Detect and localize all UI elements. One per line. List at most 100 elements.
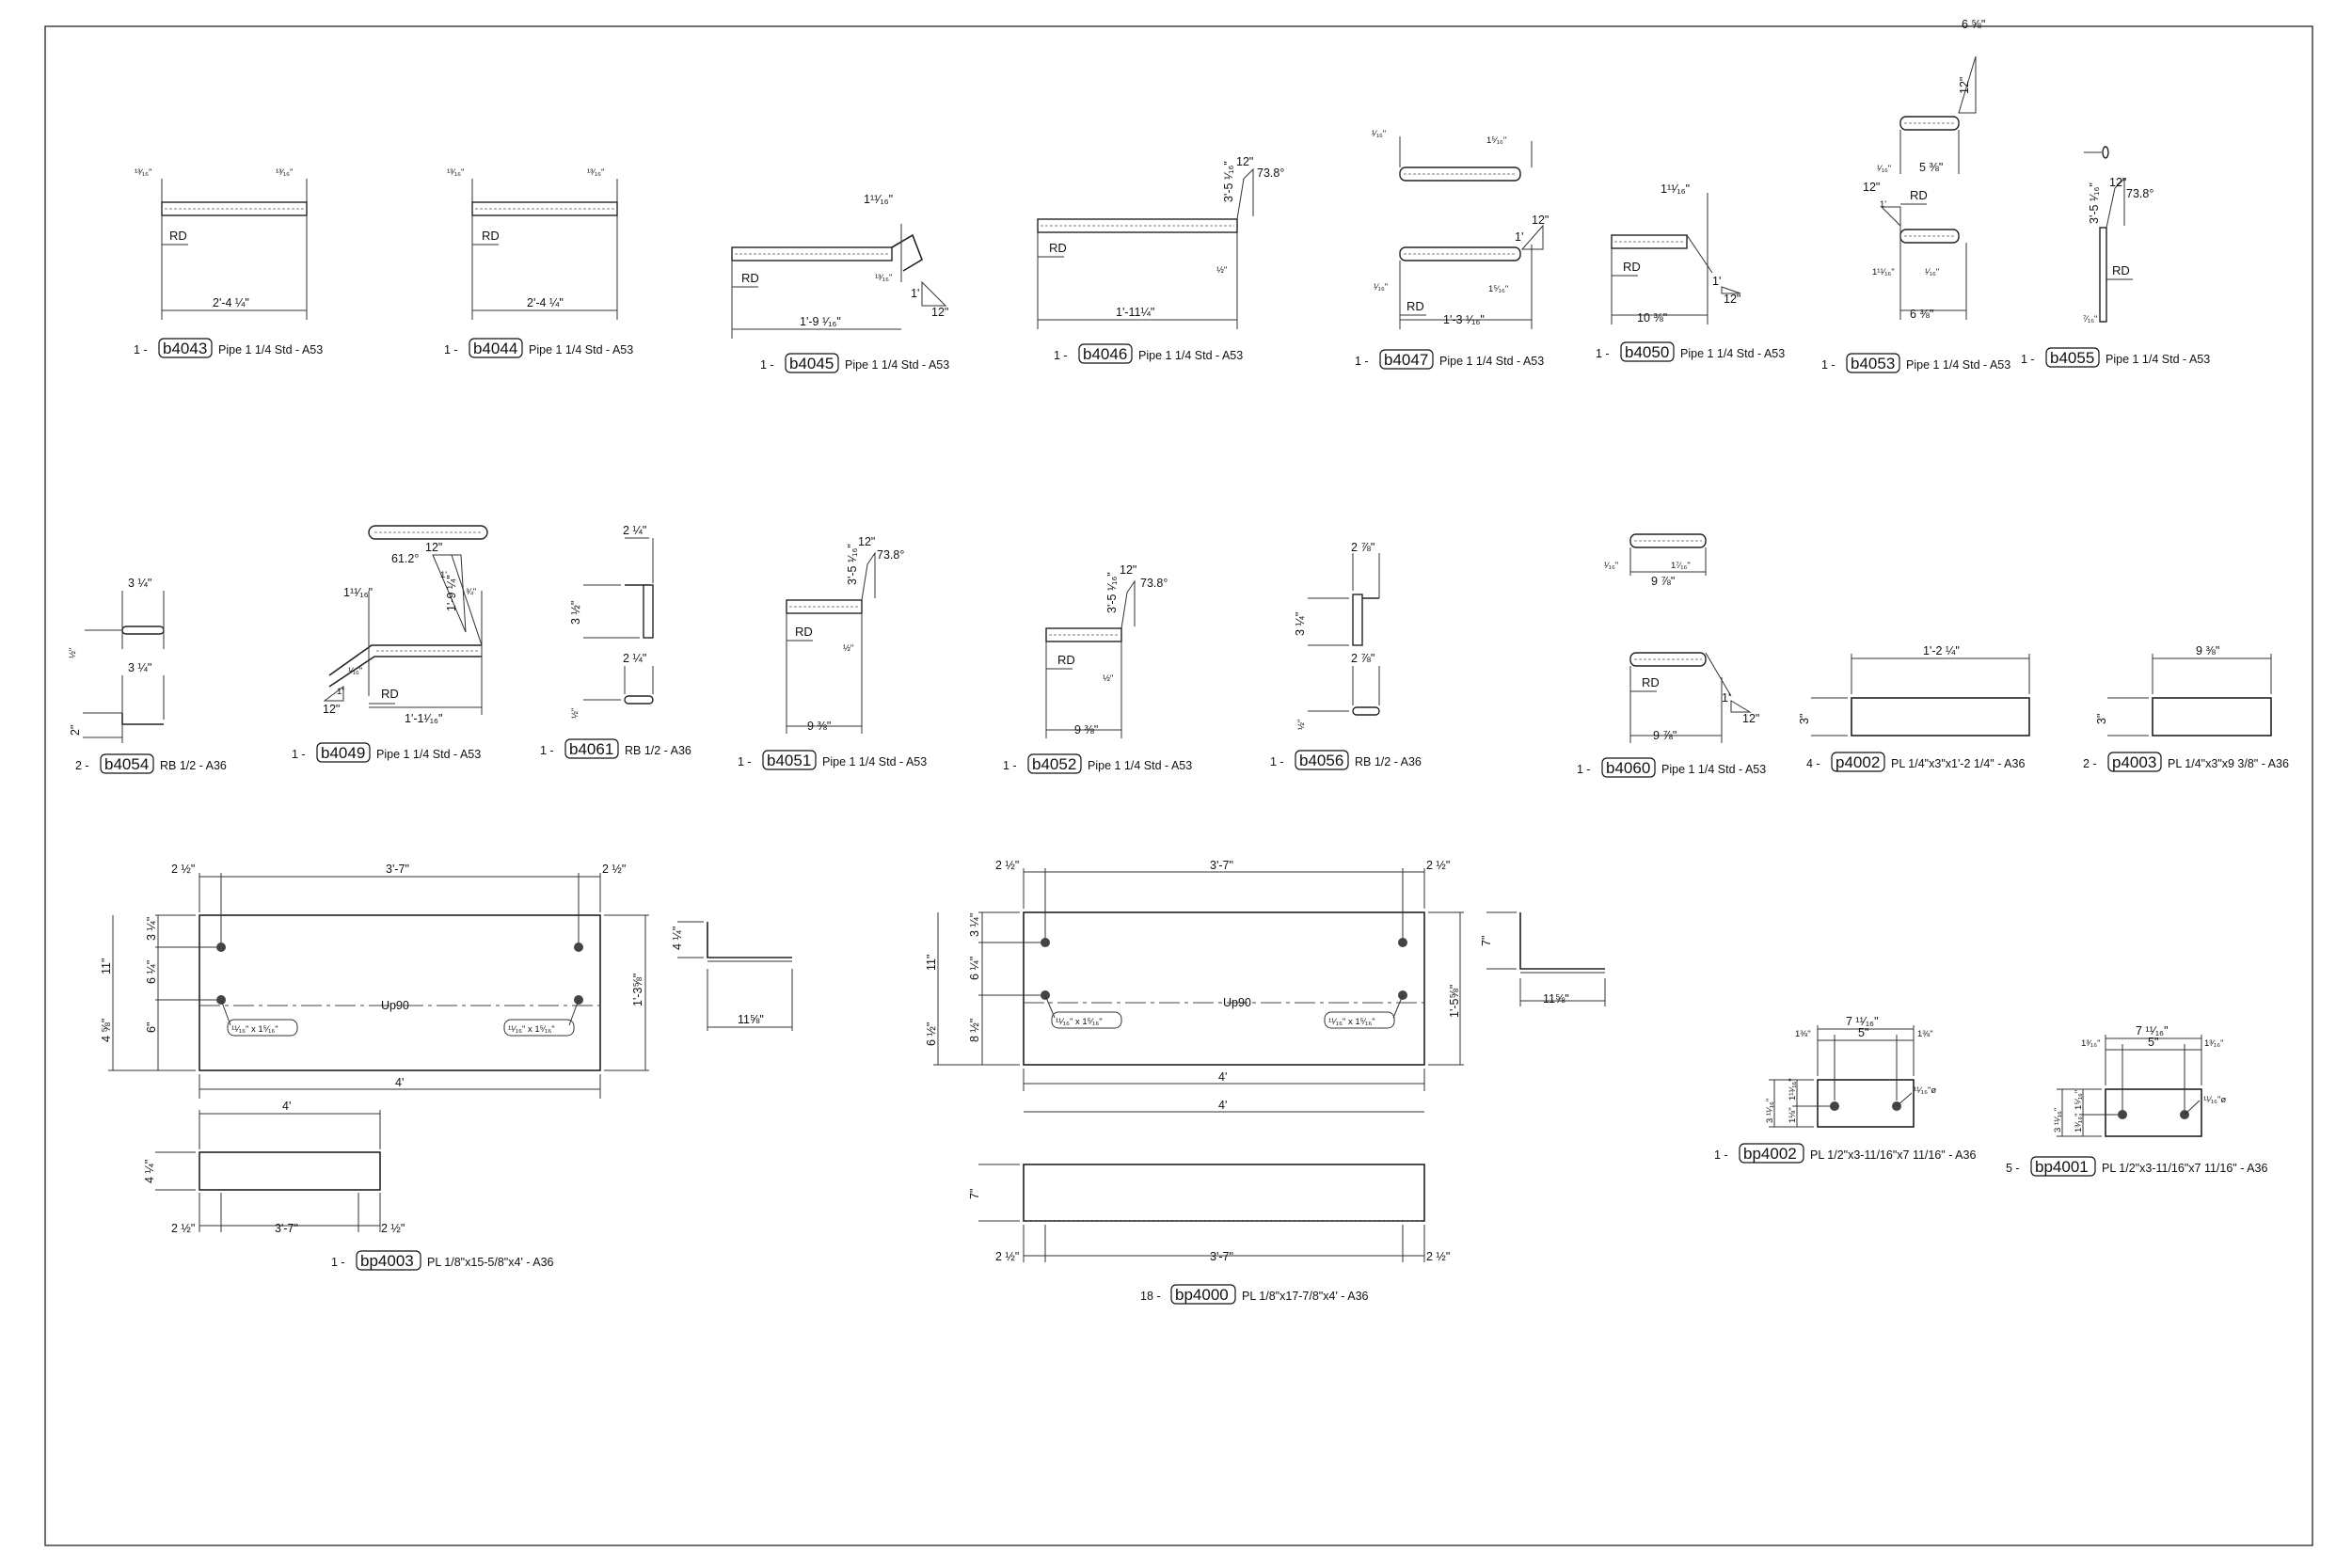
part-mark: b4044: [473, 340, 517, 357]
dim-label: ½": [843, 643, 853, 654]
part-b4044: RD ¹³⁄₁₆" ¹³⁄₁₆" 2'-4 ¼": [447, 167, 618, 320]
dim-label: 5 ⅜": [1919, 161, 1943, 174]
dim-label: 2 ⅞": [1351, 652, 1375, 665]
part-qty: 1 -: [1577, 763, 1591, 776]
dim-label: 2 ½": [171, 863, 195, 876]
part-qty: 1 -: [1355, 355, 1369, 368]
dim-label: 1³⁄₁₆": [2074, 1114, 2084, 1132]
dim-label: 1⁵⁄₁₆": [1486, 135, 1506, 146]
dim-label: 12": [425, 541, 442, 554]
part-b4052: 12" 73.8° 3'-5 ¹⁄₁₆" ½" RD 9 ⅜": [1045, 563, 1168, 738]
dim-label: 1'-3⅝": [631, 974, 644, 1006]
part-desc: RB 1/2 - A36: [625, 744, 691, 757]
dim-label: ¹⁄₁₆": [1925, 267, 1939, 277]
dim-label: 3": [1798, 714, 1811, 724]
dim-label: 4': [1218, 1070, 1227, 1084]
dim-label: 4 ⅝": [100, 1019, 113, 1042]
part-p4002: 1'-2 ¼" 3": [1798, 644, 2030, 736]
sheet-border: [44, 25, 2313, 1546]
dim-label: 5": [2148, 1036, 2158, 1049]
dim-label: 12": [931, 306, 948, 319]
part-label: 1 - b4046 Pipe 1 1/4 Std - A53: [1054, 343, 1243, 364]
dim-label: 9 ⅞": [1653, 729, 1677, 742]
part-qty: 1 -: [540, 744, 554, 757]
dim-label: 73.8°: [1140, 577, 1168, 590]
dim-label: 2 ½": [381, 1222, 405, 1235]
dim-label: 2 ¼": [623, 524, 646, 537]
dim-label: ¹⁄₁₆": [1604, 561, 1618, 571]
part-label: 1 - b4044 Pipe 1 1/4 Std - A53: [444, 338, 633, 358]
part-label: 1 - b4061 RB 1/2 - A36: [540, 738, 691, 759]
part-mark: b4047: [1384, 351, 1428, 369]
part-bp4000: Up90 2 ½" 3'-7" 2 ½" ¹¹⁄₁₆" x 1⁵⁄₁₆" ¹¹⁄…: [925, 859, 1606, 1263]
dim-label: 4': [395, 1076, 404, 1089]
dim-label: 3'-5 ¹⁄₁₆": [1222, 161, 1235, 202]
part-mark: b4053: [1851, 355, 1895, 372]
slot-label: ¹¹⁄₁₆" x 1⁵⁄₁₆": [508, 1024, 555, 1035]
part-desc: Pipe 1 1/4 Std - A53: [1088, 759, 1192, 772]
part-desc: PL 1/4"x3"x1'-2 1/4" - A36: [1891, 757, 2025, 770]
part-label: 1 - b4053 Pipe 1 1/4 Std - A53: [1821, 353, 2010, 373]
dim-label: 1³⁄₁₆": [2081, 1038, 2100, 1049]
dim-label: 73.8°: [2126, 187, 2153, 200]
dim-label: 2 ¼": [623, 652, 646, 665]
dim-label: 2 ½": [995, 1250, 1019, 1263]
part-desc: Pipe 1 1/4 Std - A53: [1439, 355, 1544, 368]
dim-label: 3 ¼": [1294, 612, 1307, 636]
part-qty: 1 -: [1596, 347, 1610, 360]
dim-label: 1': [1880, 199, 1886, 210]
dim-label: 11⅝": [738, 1013, 764, 1026]
dim-label: 3 ¹¹⁄₁₆": [2053, 1108, 2063, 1132]
dim-label: 12": [323, 703, 340, 716]
dim-label: 12": [1236, 155, 1253, 168]
dim-label: ½": [1103, 673, 1113, 684]
part-desc: PL 1/2"x3-11/16"x7 11/16" - A36: [2102, 1162, 2267, 1175]
dim-label: ¹⁄₁₆": [1372, 129, 1386, 139]
part-label: 1 - b4051 Pipe 1 1/4 Std - A53: [738, 750, 927, 770]
part-label: 1 - b4052 Pipe 1 1/4 Std - A53: [1003, 753, 1192, 774]
dim-label: 3 ¼": [968, 913, 981, 937]
part-label: 1 - b4050 Pipe 1 1/4 Std - A53: [1596, 341, 1785, 362]
part-mark: b4056: [1299, 752, 1343, 769]
part-desc: Pipe 1 1/4 Std - A53: [218, 343, 323, 356]
rd-label: RD: [1406, 299, 1424, 313]
dim-label: 4': [282, 1100, 291, 1113]
part-b4054: 3 ¼" ½" 3 ¼" 2": [68, 577, 165, 743]
part-mark: b4045: [789, 355, 834, 372]
dim-label: 1': [1712, 275, 1721, 288]
dim-label: 73.8°: [1257, 166, 1284, 180]
part-desc: Pipe 1 1/4 Std - A53: [529, 343, 633, 356]
part-bp4001: ¹¹⁄₁₆"ø 7 ¹¹⁄₁₆" 1³⁄₁₆" 5" 1³⁄₁₆" 3 ¹¹⁄₁…: [2053, 1024, 2226, 1137]
part-qty: 1 -: [2021, 353, 2035, 366]
part-desc: Pipe 1 1/4 Std - A53: [1661, 763, 1766, 776]
dim-label: 1'-1¹⁄₁₆": [405, 712, 442, 725]
part-label: 1 - bp4003 PL 1/8"x15-5/8"x4' - A36: [331, 1250, 554, 1271]
part-label: 5 - bp4001 PL 1/2"x3-11/16"x7 11/16" - A…: [2006, 1156, 2267, 1177]
dim-label: ½": [1216, 265, 1227, 276]
dim-label: 7 ¹¹⁄₁₆": [1846, 1015, 1879, 1028]
part-desc: Pipe 1 1/4 Std - A53: [822, 755, 927, 768]
dim-label: 4 ¼": [671, 927, 684, 950]
dim-label: 2 ½": [1426, 859, 1450, 872]
dim-label: 61.2°: [391, 552, 419, 565]
rd-label: RD: [795, 625, 813, 639]
part-qty: 1 -: [292, 748, 306, 761]
part-qty: 5 -: [2006, 1162, 2020, 1175]
dim-label: 3": [2095, 714, 2108, 724]
dim-label: 12": [1532, 214, 1549, 227]
part-b4051: 12" 73.8° 3'-5 ¹⁄₁₆" ½" RD 9 ⅜": [786, 535, 904, 734]
dim-label: 11": [100, 958, 113, 974]
part-mark: b4061: [569, 740, 613, 758]
rd-label: RD: [482, 229, 500, 243]
part-mark: b4055: [2050, 349, 2094, 367]
hole-label: ¹¹⁄₁₆"ø: [1914, 1085, 1936, 1096]
dim-label: 2": [69, 725, 82, 736]
dim-label: 3 ¹¹⁄₁₆": [1765, 1099, 1775, 1123]
part-desc: Pipe 1 1/4 Std - A53: [2106, 353, 2210, 366]
part-qty: 2 -: [75, 759, 89, 772]
dim-label: 3 ¼": [128, 661, 151, 674]
dim-label: 7": [968, 1189, 981, 1199]
rd-label: RD: [2112, 263, 2130, 277]
part-label: 1 - b4047 Pipe 1 1/4 Std - A53: [1355, 349, 1544, 370]
dim-label: ¹⁄₁₆": [348, 666, 362, 676]
